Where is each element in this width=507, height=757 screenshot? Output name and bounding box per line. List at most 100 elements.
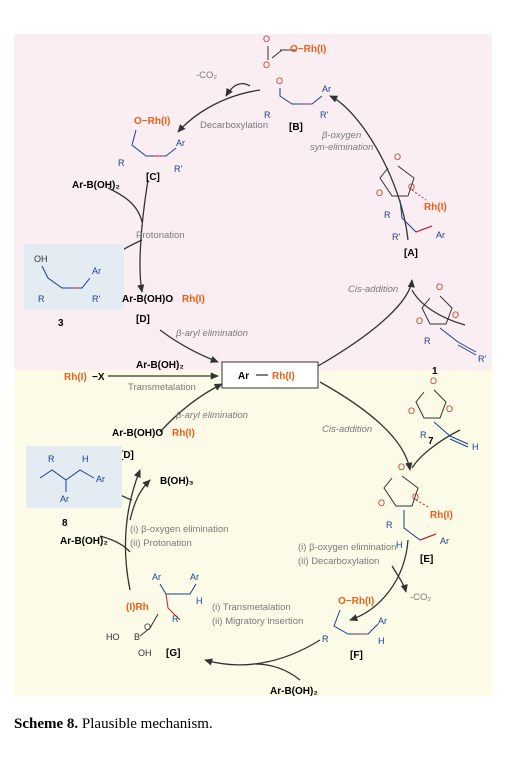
structure-bond: [137, 179, 149, 293]
D-bottom-ar: Ar-B(OH)O: [112, 428, 163, 439]
D-top-rh: Rh(I): [182, 294, 205, 305]
structure-bond: [41, 265, 91, 289]
structure-bond: [411, 289, 466, 326]
structure-bond: [159, 583, 197, 595]
structure-bond: [107, 187, 143, 223]
structure-atom-label: Ar: [378, 616, 387, 626]
structure-atom-label: B: [134, 632, 140, 642]
boh3: B(OH)₃: [160, 476, 194, 487]
structure-bond: [333, 609, 379, 635]
structure-atom-label: O: [378, 498, 385, 508]
structure-atom-label: O: [430, 376, 437, 386]
sm-1-label: 1: [432, 366, 438, 377]
structure-atom-label: R': [478, 354, 486, 364]
structure-atom-label: H: [472, 442, 479, 452]
step-i-bottom: (i) Transmetalation: [212, 602, 291, 613]
structure-bond: [415, 225, 433, 233]
structure-atom-label: O: [263, 60, 270, 70]
structure-bond: [267, 46, 296, 60]
F-label: [F]: [350, 650, 363, 661]
structure-atom-label: R: [118, 158, 125, 168]
D-top-label: [D]: [136, 314, 150, 325]
arboh2-left: Ar-B(OH)₂: [60, 536, 108, 547]
structure-atom-label: O: [276, 76, 283, 86]
product-3: OH Ar R R': [34, 254, 101, 304]
G-label: [G]: [166, 648, 180, 659]
bottom-cycle-background: [14, 370, 492, 696]
structure-bond: [433, 421, 469, 448]
structure-bond: [279, 88, 323, 105]
structure-atom-label: O: [408, 406, 415, 416]
beta-aryl-top: β-aryl elimination: [175, 328, 248, 339]
structure-bond: [319, 381, 413, 471]
structure-atom-label: R': [392, 232, 400, 242]
structure-atom-label: Ar: [322, 84, 331, 94]
D-bottom-rh: Rh(I): [172, 428, 195, 439]
protonation-label: Protonation: [136, 230, 185, 241]
B-orh: O−Rh(I): [290, 44, 326, 55]
center-rh: Rh(I): [272, 371, 295, 382]
structure-atom-label: O: [408, 182, 415, 192]
structure-atom-label: Ar: [436, 230, 445, 240]
arboh2-top: Ar-B(OH)₂: [72, 180, 120, 191]
structure-atom-label: O: [412, 492, 419, 502]
center-ar: Ar: [238, 371, 249, 382]
caption-text: Plausible mechanism.: [81, 716, 213, 732]
beta-aryl-bottom: β-aryl elimination: [175, 410, 248, 421]
structure-atom-label: H: [396, 540, 403, 550]
sm-7-label: 7: [428, 436, 434, 447]
structure-bond: [379, 165, 415, 197]
product-8-label: 8: [62, 518, 68, 529]
transmetal-arboh2: Ar-B(OH)₂: [136, 360, 184, 371]
structure-bond: [159, 329, 219, 363]
top-cycle-arrows: [87, 82, 466, 367]
structure-atom-label: O: [436, 282, 443, 292]
structure-bond: [177, 89, 261, 133]
structure-bond: [129, 479, 151, 521]
structure-atom-label: R: [384, 210, 391, 220]
structure-atom-label: H: [82, 454, 89, 464]
co2-top: -CO₂: [196, 70, 217, 81]
syn-elimination-label: syn-elimination: [310, 142, 373, 153]
structure-atom-label: H: [196, 596, 203, 606]
step-i-left: (i) β-oxygen elimination: [130, 524, 228, 535]
D-bottom-label: [D]: [120, 450, 134, 461]
co2-bottom: -CO₂: [410, 592, 431, 603]
structure-atom-label: O: [452, 310, 459, 320]
structure-atom-label: R': [320, 110, 328, 120]
intermediate-G: Ar Ar H (I)Rh R HO B O OH [G]: [106, 572, 203, 659]
step-i-right: (i) β-oxygen elimination: [298, 542, 396, 553]
structure-atom-label: Ar: [60, 494, 69, 504]
D-top-ar: Ar-B(OH)O: [122, 294, 173, 305]
cis-addition-top: Cis-addition: [348, 284, 398, 295]
structure-bond: [317, 279, 415, 367]
structure-bond: [124, 469, 141, 591]
structure-atom-label: O: [144, 622, 151, 632]
intermediate-B: O O O O−Rh(I) Ar R R' [B]: [263, 34, 331, 133]
B-label: [B]: [289, 122, 303, 133]
structure-bond: [419, 533, 437, 541]
cis-addition-bottom: Cis-addition: [322, 424, 372, 435]
structure-bond: [421, 295, 453, 325]
structure-atom-label: R: [424, 336, 431, 346]
starting-material-7: O O O R H: [408, 376, 479, 452]
structure-atom-label: Ar: [152, 572, 161, 582]
structure-atom-label: O: [376, 188, 383, 198]
structure-bond: [99, 535, 131, 553]
structure-atom-label: R: [172, 614, 179, 624]
structure-bond: [254, 663, 301, 681]
step-ii-left: (ii) Protonation: [130, 538, 192, 549]
C-orh: O−Rh(I): [134, 116, 170, 127]
structure-atom-label: R: [38, 294, 45, 304]
structure-bond: [415, 499, 431, 509]
structure-bond: [225, 82, 251, 97]
structure-atom-label: O: [263, 34, 270, 44]
structure-bond: [439, 327, 477, 356]
structure-atom-label: Ar: [176, 138, 185, 148]
structure-bond: [204, 639, 321, 666]
intermediate-F: O−Rh(I) Ar R H [F]: [322, 596, 387, 661]
structure-atom-label: R': [92, 294, 100, 304]
intermediate-A: O O O Rh(I) R R' Ar [A]: [376, 152, 447, 259]
F-orh: O−Rh(I): [338, 596, 374, 607]
